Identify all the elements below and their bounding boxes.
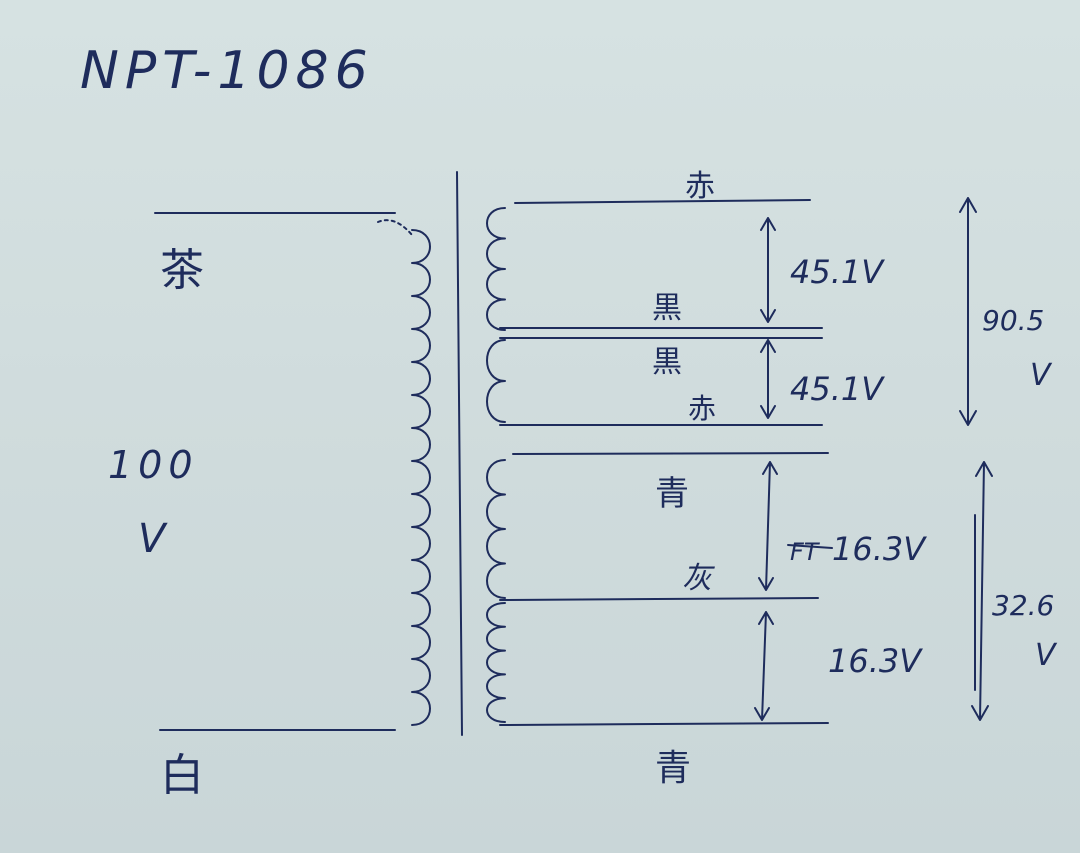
secondary-a-tap-wire-1-label: 黒 [652, 291, 682, 326]
secondary-b-bottom-lead [499, 722, 829, 726]
secondary-a-lower-voltage: 45.1V [790, 370, 885, 408]
secondary-b-struck-text: FT [790, 538, 821, 566]
primary-coil [411, 229, 431, 726]
primary-bottom-wire-label: 白 [160, 750, 204, 801]
primary-voltage: 100 [108, 443, 199, 487]
secondary-b-coil [486, 459, 506, 723]
primary-voltage-unit: V [138, 516, 168, 562]
secondary-a-tap-wire-2-label: 黒 [652, 345, 682, 380]
secondary-b-total-voltage: 32.6 [992, 589, 1054, 622]
secondary-b-lower-arrow [754, 611, 774, 721]
secondary-a-top-lead [514, 199, 811, 204]
secondary-a-top-wire-label: 赤 [685, 169, 715, 204]
secondary-a-upper-voltage: 45.1V [790, 253, 885, 291]
secondary-b-upper-voltage: 16.3V [832, 530, 927, 568]
primary-top-wire-label: 茶 [160, 245, 204, 296]
secondary-b-tap-wire-label: 灰 [682, 561, 715, 596]
primary-lead-connector [377, 219, 413, 236]
secondary-b-top-lead [512, 452, 829, 455]
secondary-b-upper-arrow [758, 461, 778, 591]
secondary-a-coil [486, 207, 506, 423]
secondary-a-total-unit: V [1030, 358, 1053, 393]
secondary-a-total-voltage: 90.5 [982, 304, 1044, 337]
secondary-b-total-arrow [971, 461, 993, 721]
secondary-b-top-wire-label: 青 [655, 474, 689, 514]
secondary-a-bottom-wire-label: 赤 [688, 392, 716, 425]
secondary-b-tap-lead [499, 597, 819, 601]
secondary-b-total-unit: V [1035, 638, 1058, 673]
diagram-title: NPT-1086 [80, 41, 374, 101]
transformer-core [456, 171, 463, 736]
secondary-b-lower-voltage: 16.3V [828, 642, 923, 680]
secondary-a-lower-arrow [760, 339, 776, 419]
secondary-a-total-arrow [959, 197, 977, 426]
secondary-a-upper-arrow [760, 217, 776, 323]
strikethrough-mark [787, 544, 833, 549]
secondary-b-bottom-wire-label: 青 [655, 748, 691, 789]
